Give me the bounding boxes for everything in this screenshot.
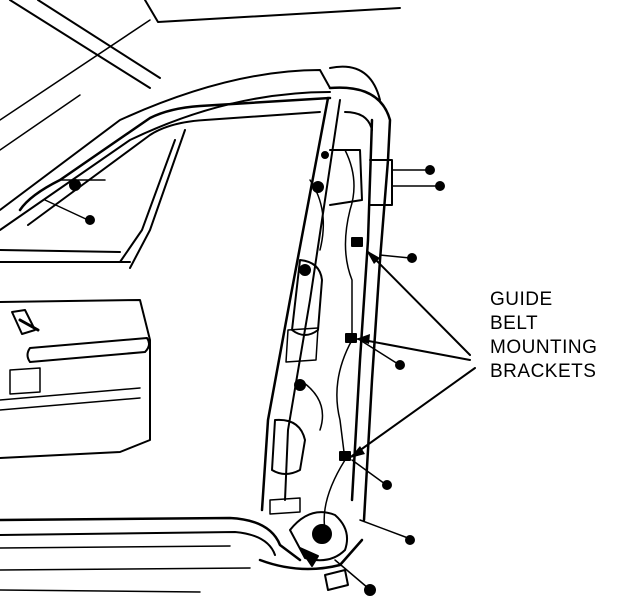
callout-line-guide: GUIDE (490, 289, 553, 310)
callout-line-belt: BELT (490, 313, 539, 334)
bolt-leaders (44, 169, 439, 589)
callout-line-mounting: MOUNTING (490, 337, 598, 358)
windshield-frame (0, 0, 401, 231)
lower-hinge-mechanism (289, 511, 349, 591)
door-pillar (260, 96, 393, 522)
bolts (69, 151, 445, 596)
guide-belt-callout: GUIDE BELT MOUNTING BRACKETS (490, 288, 597, 384)
roof-rail (18, 86, 392, 226)
door-window-opening (0, 129, 186, 269)
rocker-sill (0, 497, 364, 593)
callout-line-brackets: BRACKETS (490, 361, 597, 382)
mounting-brackets (339, 237, 363, 461)
door-trim-panel (0, 299, 151, 459)
arrowheads (350, 250, 380, 458)
callout-arrows (351, 251, 476, 457)
